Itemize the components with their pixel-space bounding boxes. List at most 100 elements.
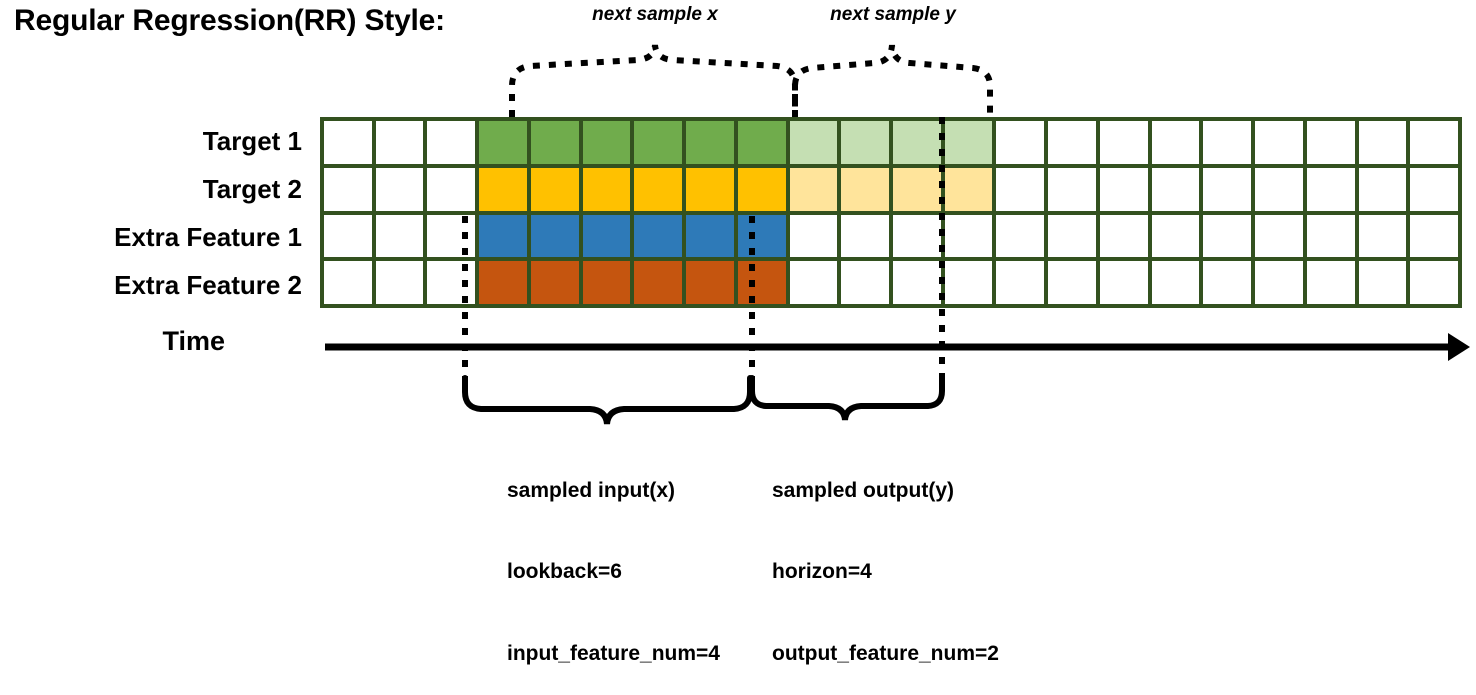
grid-cell-r0-c16 xyxy=(1151,121,1200,164)
grid-cell-r1-c11 xyxy=(892,167,941,211)
grid-cell-r3-c12 xyxy=(944,261,993,304)
grid-cell-r0-c10 xyxy=(841,121,889,164)
grid-cell-r3-c20 xyxy=(1358,261,1407,304)
grid-cell-r1-c19 xyxy=(1306,167,1355,211)
grid-cell-r0-c3 xyxy=(479,121,527,164)
grid-cell-r3-c9 xyxy=(789,261,838,304)
grid-cell-r1-c3 xyxy=(479,167,527,211)
grid-cell-r3-c18 xyxy=(1255,261,1303,304)
grid-cell-r0-c5 xyxy=(582,121,631,164)
grid-cell-r3-c7 xyxy=(686,261,734,304)
grid-cell-r1-c5 xyxy=(582,167,631,211)
time-axis-label: Time xyxy=(162,326,225,356)
grid-cell-r3-c6 xyxy=(634,261,683,304)
grid-cell-r3-c17 xyxy=(1203,261,1252,304)
grid-cell-r2-c9 xyxy=(789,214,838,258)
grid-cell-r2-c10 xyxy=(841,214,889,258)
grid-cell-r3-c3 xyxy=(479,261,527,304)
row-label-list: Target 1 Target 2 Extra Feature 1 Extra … xyxy=(0,117,310,309)
grid-cell-r1-c16 xyxy=(1151,167,1200,211)
grid-cell-r0-c19 xyxy=(1306,121,1355,164)
grid-cell-r3-c4 xyxy=(530,261,579,304)
grid-cell-r0-c12 xyxy=(944,121,993,164)
grid-cell-r2-c5 xyxy=(582,214,631,258)
grid-cell-r1-c14 xyxy=(1048,167,1096,211)
grid-cell-r1-c15 xyxy=(1099,167,1148,211)
grid-cell-r0-c15 xyxy=(1099,121,1148,164)
grid-cell-r0-c0 xyxy=(324,121,372,164)
grid-cell-r2-c14 xyxy=(1048,214,1096,258)
grid-cell-r2-c13 xyxy=(996,214,1045,258)
grid-cell-r2-c2 xyxy=(427,214,476,258)
grid-cell-r0-c9 xyxy=(789,121,838,164)
grid-cell-r2-c8 xyxy=(737,214,786,258)
grid-cell-r3-c5 xyxy=(582,261,631,304)
grid-cell-r2-c20 xyxy=(1358,214,1407,258)
grid-cell-r2-c18 xyxy=(1255,214,1303,258)
grid-cell-r2-c11 xyxy=(892,214,941,258)
grid-cell-r1-c21 xyxy=(1410,167,1458,211)
next-sample-x-brace xyxy=(509,44,798,117)
sampled-output-brace xyxy=(749,375,945,421)
grid-cell-r2-c15 xyxy=(1099,214,1148,258)
grid-cell-r0-c7 xyxy=(686,121,734,164)
grid-cell-r2-c6 xyxy=(634,214,683,258)
grid-cell-r2-c12 xyxy=(944,214,993,258)
grid-cell-r2-c16 xyxy=(1151,214,1200,258)
grid-cell-r1-c8 xyxy=(737,167,786,211)
grid-cell-r0-c8 xyxy=(737,121,786,164)
grid-cell-r1-c17 xyxy=(1203,167,1252,211)
grid-cell-r2-c19 xyxy=(1306,214,1355,258)
grid-cell-r3-c2 xyxy=(427,261,476,304)
next-sample-y-label: next sample y xyxy=(830,4,956,25)
sampled-output-line-2: horizon=4 xyxy=(772,560,872,584)
grid-cell-r3-c15 xyxy=(1099,261,1148,304)
grid-cell-r1-c4 xyxy=(530,167,579,211)
grid-cell-r3-c14 xyxy=(1048,261,1096,304)
row-label-extra-feature-2: Extra Feature 2 xyxy=(114,270,302,300)
grid-cell-r3-c13 xyxy=(996,261,1045,304)
next-sample-y-brace xyxy=(792,44,993,117)
grid-cell-r1-c10 xyxy=(841,167,889,211)
time-axis-arrow xyxy=(325,333,1470,361)
sampled-input-line-1: sampled input(x) xyxy=(507,478,676,502)
grid-cell-r2-c0 xyxy=(324,214,372,258)
grid-cell-r2-c17 xyxy=(1203,214,1252,258)
grid-cell-r2-c3 xyxy=(479,214,527,258)
next-sample-x-label: next sample x xyxy=(592,4,718,25)
grid-cell-r2-c1 xyxy=(375,214,424,258)
grid-cell-r0-c11 xyxy=(892,121,941,164)
grid-cell-r0-c13 xyxy=(996,121,1045,164)
row-label-target-2: Target 2 xyxy=(202,174,302,204)
grid-cell-r2-c4 xyxy=(530,214,579,258)
sampled-input-caption: sampled input(x) lookback=6 input_featur… xyxy=(507,422,720,695)
row-label-extra-feature-1: Extra Feature 1 xyxy=(114,222,302,252)
sampled-input-line-2: lookback=6 xyxy=(507,560,622,584)
grid-cell-r0-c2 xyxy=(427,121,476,164)
grid-cell-r0-c1 xyxy=(375,121,424,164)
sampled-output-line-3: output_feature_num=2 xyxy=(772,642,999,666)
page-title: Regular Regression(RR) Style: xyxy=(14,4,445,37)
grid-cell-r1-c2 xyxy=(427,167,476,211)
grid-cell-r1-c9 xyxy=(789,167,838,211)
grid-cell-r0-c4 xyxy=(530,121,579,164)
grid-cell-r0-c20 xyxy=(1358,121,1407,164)
grid-cell-r3-c0 xyxy=(324,261,372,304)
grid-cell-r3-c16 xyxy=(1151,261,1200,304)
grid-cell-r1-c0 xyxy=(324,167,372,211)
timeline-grid xyxy=(320,117,1462,308)
sampled-output-line-1: sampled output(y) xyxy=(772,478,954,502)
grid-cell-r1-c6 xyxy=(634,167,683,211)
grid-cell-r0-c6 xyxy=(634,121,683,164)
grid-cell-r0-c17 xyxy=(1203,121,1252,164)
grid-cell-r1-c18 xyxy=(1255,167,1303,211)
grid-cell-r0-c14 xyxy=(1048,121,1096,164)
sampled-input-brace xyxy=(462,375,753,425)
grid-cell-r1-c1 xyxy=(375,167,424,211)
grid-cell-r3-c11 xyxy=(892,261,941,304)
sampled-output-caption: sampled output(y) horizon=4 output_featu… xyxy=(772,422,999,695)
grid-cell-r1-c12 xyxy=(944,167,993,211)
grid-cell-r1-c13 xyxy=(996,167,1045,211)
sampled-input-line-3: input_feature_num=4 xyxy=(507,642,720,666)
grid-cell-r3-c21 xyxy=(1410,261,1458,304)
